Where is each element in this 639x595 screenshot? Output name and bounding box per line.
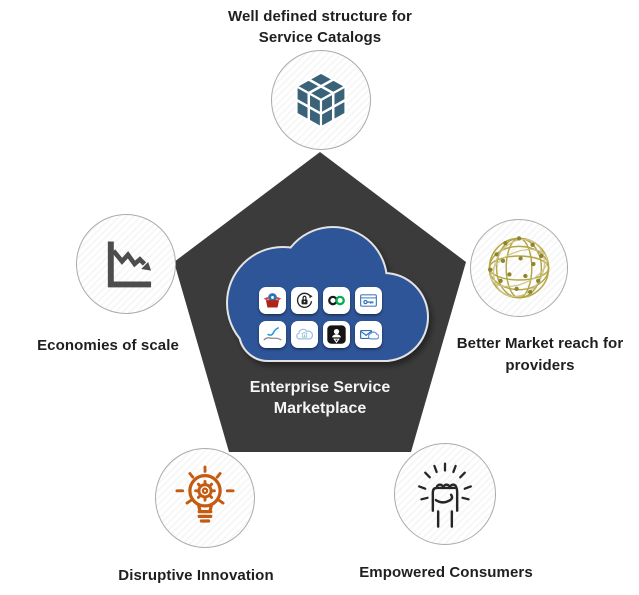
node-service-catalogs [271,50,371,150]
label-service-catalogs: Well defined structure for Service Catal… [200,6,440,48]
tile-license-key [355,287,382,314]
label-disruptive-innovation: Disruptive Innovation [118,567,274,584]
center-title: Enterprise Service Marketplace [210,377,430,419]
node-market-reach [470,219,568,317]
center-title-line1: Enterprise Service [249,379,391,396]
label-market-reach-line2: providers [505,357,575,374]
product-box-icon [263,293,282,308]
label-economies-of-scale: Economies of scale [37,337,179,354]
node-economies-of-scale [76,214,176,314]
tile-secure-lock [291,287,318,314]
tile-devops [323,287,350,314]
cloud-app-tiles [259,287,383,349]
user-pin-icon [327,325,346,344]
raised-fist-icon [418,462,472,528]
hand-growth-icon [263,327,282,341]
secure-lock-rotation-icon [296,292,313,308]
node-disruptive-innovation [155,448,255,548]
license-key-window-icon [360,294,377,307]
label-service-catalogs-line2: Service Catalogs [258,29,382,46]
label-service-catalogs-line1: Well defined structure for [227,8,412,25]
label-empowered-consumers: Empowered Consumers [359,564,533,581]
tile-mail-cloud [355,321,382,348]
tile-cloud-building [291,321,318,348]
cloud-building-icon [296,328,314,340]
label-market-reach-line1: Better Market reach for [456,335,624,352]
label-market-reach: Better Market reach for providers [435,333,639,377]
globe-network-icon [488,236,550,299]
center-title-line2: Marketplace [273,400,367,417]
declining-chart-icon [107,241,152,288]
devops-infinity-icon [328,295,345,306]
tile-product-box [259,287,286,314]
node-empowered-consumers [394,443,496,545]
cube-icon [295,71,347,129]
lightbulb-gear-icon [175,465,235,523]
mail-cloud-icon [360,329,379,340]
tile-hand-growth [259,321,286,348]
tile-user-pin [323,321,350,348]
